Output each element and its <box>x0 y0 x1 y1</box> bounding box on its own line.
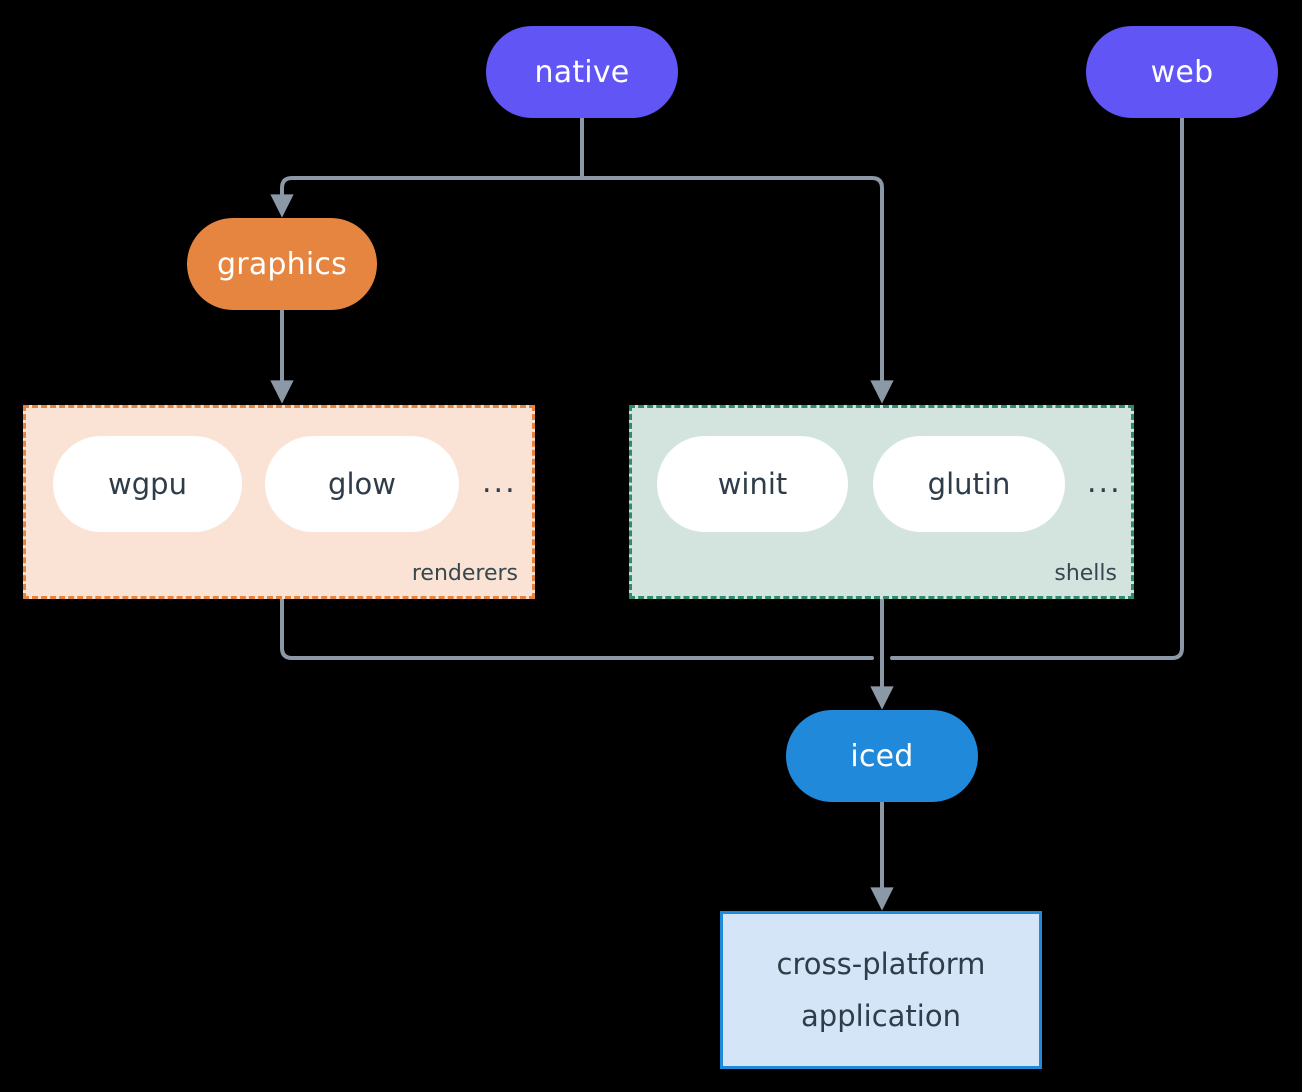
chip-glow-label: glow <box>328 467 396 501</box>
edge-renderers-to-iced <box>280 597 874 660</box>
node-graphics-label: graphics <box>217 246 347 282</box>
node-iced-label: iced <box>850 738 914 774</box>
chip-glutin-label: glutin <box>927 467 1011 501</box>
chip-wgpu-label: wgpu <box>108 467 187 501</box>
renderers-overflow-ellipsis: ... <box>482 465 517 500</box>
shells-overflow-ellipsis: ... <box>1087 465 1122 500</box>
chip-wgpu[interactable]: wgpu <box>53 436 242 532</box>
application-label-line2: application <box>801 999 961 1033</box>
node-native-label: native <box>534 54 630 90</box>
chip-glutin[interactable]: glutin <box>873 436 1065 532</box>
application-label-line1: cross-platform <box>776 947 986 981</box>
chip-glow[interactable]: glow <box>265 436 459 532</box>
group-renderers-label: renderers <box>411 561 518 586</box>
node-iced[interactable]: iced <box>786 710 978 802</box>
node-web[interactable]: web <box>1086 26 1278 118</box>
node-web-label: web <box>1150 54 1214 90</box>
chip-winit-label: winit <box>717 467 788 501</box>
node-cross-platform-application[interactable]: cross-platform application <box>720 911 1042 1069</box>
group-renderers[interactable]: wgpu glow ... renderers <box>23 405 535 599</box>
edge-native-to-graphics <box>270 176 584 218</box>
node-graphics[interactable]: graphics <box>187 218 377 310</box>
group-shells-label: shells <box>1054 561 1117 586</box>
group-shells[interactable]: winit glutin ... shells <box>629 405 1134 599</box>
node-native[interactable]: native <box>486 26 678 118</box>
chip-winit[interactable]: winit <box>657 436 848 532</box>
edge-native-to-shells <box>580 176 894 404</box>
